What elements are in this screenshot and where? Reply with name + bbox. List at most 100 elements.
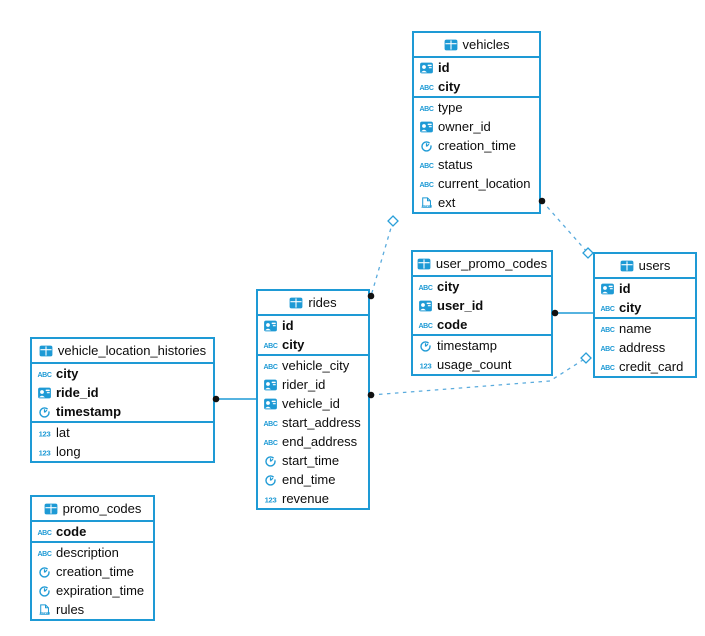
text-icon (419, 159, 434, 171)
time-icon (37, 406, 52, 418)
column-row: city (258, 335, 368, 354)
column-name: rules (56, 602, 85, 617)
text-icon (418, 281, 433, 293)
column-name: city (438, 79, 461, 94)
column-name: current_location (438, 176, 531, 191)
json-icon (37, 604, 52, 616)
table-promo-codes[interactable]: promo_codes code description creation_ti… (30, 495, 155, 621)
column-name: vehicle_id (282, 396, 340, 411)
table-rides[interactable]: rides id city vehicle_city rider_id vehi… (256, 289, 370, 510)
table-vehicle-location-histories-header[interactable]: vehicle_location_histories (32, 339, 213, 364)
primary-key-section: code (32, 522, 153, 543)
text-icon (419, 81, 434, 93)
column-row: rider_id (258, 375, 368, 394)
time-icon (37, 566, 52, 578)
uuid-icon (418, 300, 433, 312)
table-users[interactable]: users id city name address credit_card (593, 252, 697, 378)
column-row: expiration_time (32, 581, 153, 600)
column-name: usage_count (437, 357, 512, 372)
column-name: expiration_time (56, 583, 145, 598)
table-icon (620, 260, 634, 272)
uuid-icon (419, 62, 434, 74)
uuid-icon (37, 387, 52, 399)
column-name: city (437, 279, 460, 294)
primary-key-section: id city (258, 316, 368, 356)
column-name: name (619, 321, 652, 336)
column-row: creation_time (414, 136, 539, 155)
table-name: vehicles (462, 37, 510, 52)
primary-key-section: city ride_id timestamp (32, 364, 213, 423)
column-row: type (414, 98, 539, 117)
column-row: city (414, 77, 539, 96)
column-name: long (56, 444, 81, 459)
number-icon (418, 359, 433, 371)
columns-section: description creation_time expiration_tim… (32, 543, 153, 619)
uuid-icon (600, 283, 615, 295)
column-name: timestamp (437, 338, 497, 353)
column-row: city (32, 364, 213, 383)
column-row: credit_card (595, 357, 695, 376)
column-row: ride_id (32, 383, 213, 402)
table-rides-header[interactable]: rides (258, 291, 368, 316)
table-icon (39, 345, 53, 357)
column-name: city (619, 300, 642, 315)
column-row: timestamp (413, 336, 551, 355)
column-row: name (595, 319, 695, 338)
column-name: id (282, 318, 294, 333)
column-row: address (595, 338, 695, 357)
column-name: status (438, 157, 473, 172)
table-icon (444, 39, 458, 51)
text-icon (37, 547, 52, 559)
column-row: owner_id (414, 117, 539, 136)
uuid-icon (263, 379, 278, 391)
time-icon (37, 585, 52, 597)
text-icon (263, 360, 278, 372)
columns-section: vehicle_city rider_id vehicle_id start_a… (258, 356, 368, 508)
relation-vehicles-rides-line (370, 220, 394, 297)
table-icon (44, 503, 58, 515)
column-row: timestamp (32, 402, 213, 421)
column-name: end_time (282, 472, 336, 487)
column-name: ride_id (56, 385, 99, 400)
columns-section: name address credit_card (595, 319, 695, 376)
column-row: city (595, 298, 695, 317)
column-name: creation_time (56, 564, 135, 579)
table-user-promo-codes-header[interactable]: user_promo_codes (413, 252, 551, 277)
column-row: id (595, 279, 695, 298)
relation-endpoint-diamond (580, 352, 592, 364)
columns-section: lat long (32, 423, 213, 461)
text-icon (263, 436, 278, 448)
column-row: start_time (258, 451, 368, 470)
column-row: ext (414, 193, 539, 212)
column-name: id (619, 281, 631, 296)
table-user-promo-codes[interactable]: user_promo_codes city user_id code times… (411, 250, 553, 376)
table-users-header[interactable]: users (595, 254, 695, 279)
text-icon (37, 368, 52, 380)
column-row: current_location (414, 174, 539, 193)
table-vehicles-header[interactable]: vehicles (414, 33, 539, 58)
column-row: revenue (258, 489, 368, 508)
number-icon (263, 493, 278, 505)
table-vehicles[interactable]: vehicles id city type owner_id creation_… (412, 31, 541, 214)
time-icon (263, 474, 278, 486)
text-icon (37, 526, 52, 538)
text-icon (600, 361, 615, 373)
column-row: long (32, 442, 213, 461)
column-name: credit_card (619, 359, 684, 374)
column-row: end_address (258, 432, 368, 451)
table-icon (417, 258, 431, 270)
table-name: rides (308, 295, 337, 310)
column-row: creation_time (32, 562, 153, 581)
column-row: code (32, 522, 153, 541)
table-promo-codes-header[interactable]: promo_codes (32, 497, 153, 522)
column-row: vehicle_city (258, 356, 368, 375)
text-icon (419, 102, 434, 114)
uuid-icon (419, 121, 434, 133)
columns-section: type owner_id creation_time status curre… (414, 98, 539, 212)
column-name: description (56, 545, 119, 560)
table-vehicle-location-histories[interactable]: vehicle_location_histories city ride_id … (30, 337, 215, 463)
uuid-icon (263, 398, 278, 410)
table-name: users (638, 258, 671, 273)
column-name: lat (56, 425, 70, 440)
